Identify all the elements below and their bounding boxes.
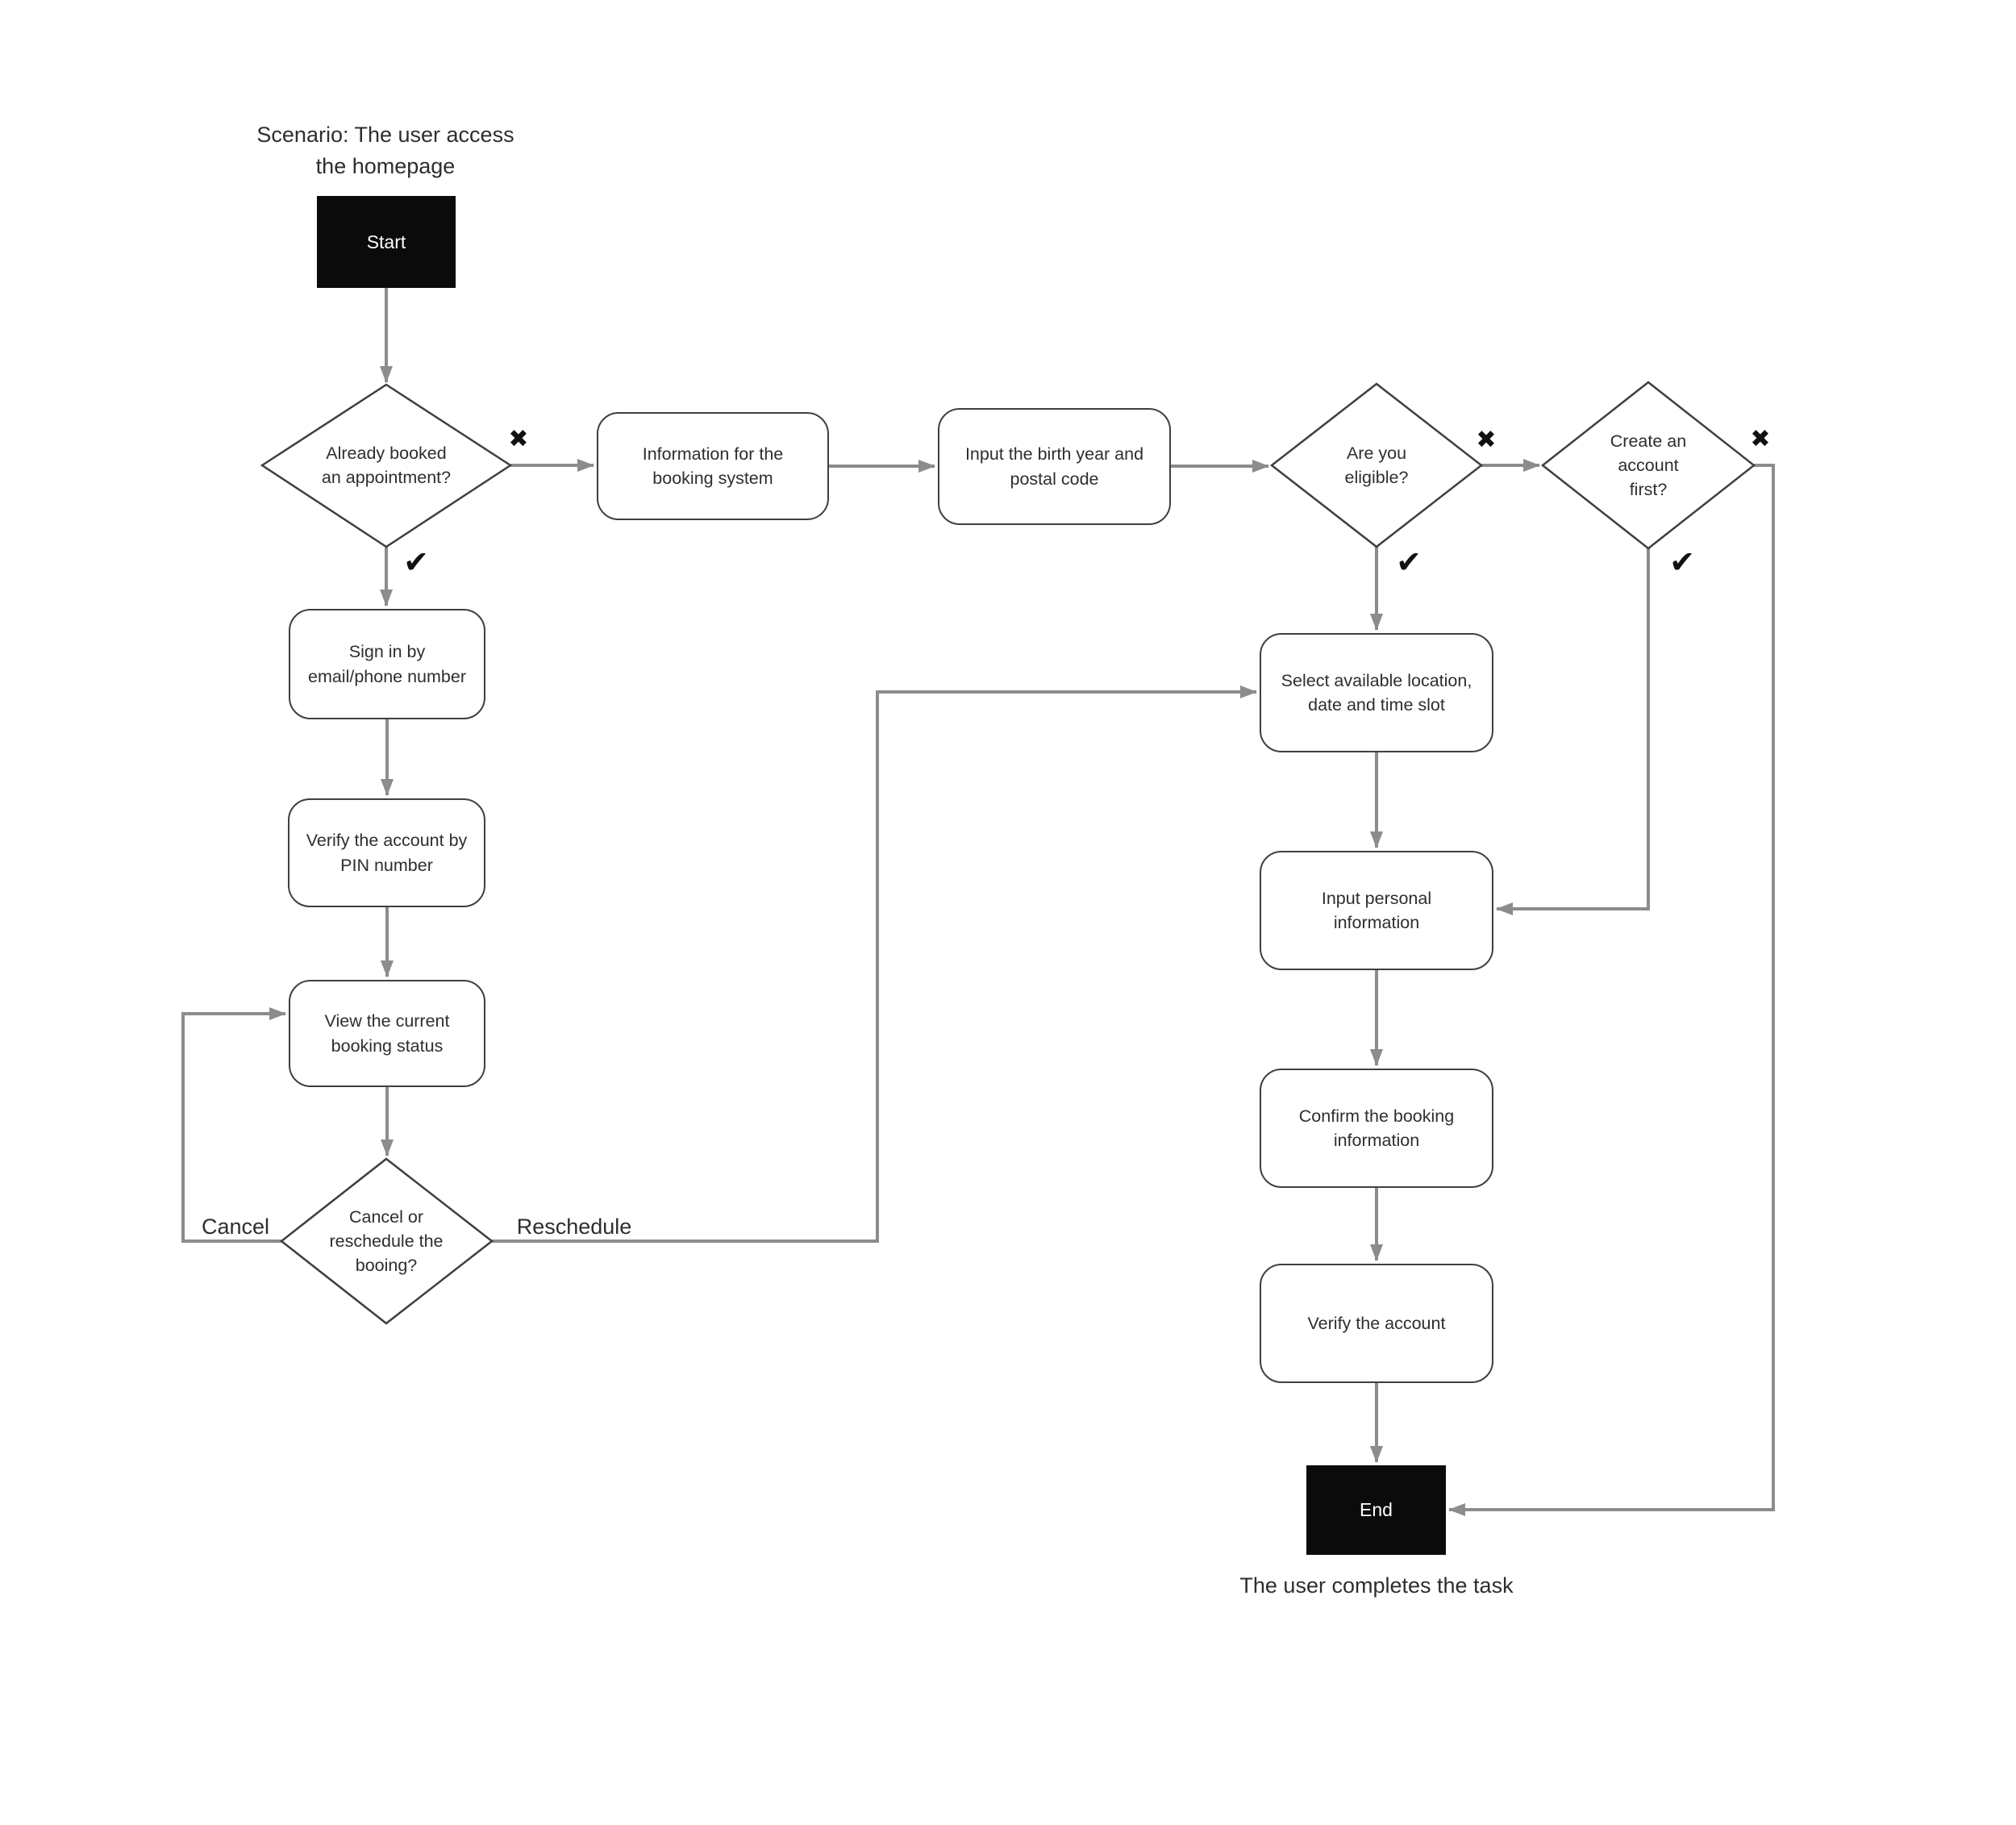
node-view-status: View the current booking status xyxy=(289,980,485,1087)
cross-icon: ✖ xyxy=(1750,426,1771,452)
decision-create-account xyxy=(1540,381,1756,550)
decision-create-account-label: Create an account first? xyxy=(1610,431,1687,500)
decision-eligible xyxy=(1269,382,1484,548)
cross-icon: ✖ xyxy=(508,426,529,452)
node-input-personal-label: Input personal information xyxy=(1321,888,1432,932)
node-start-label: Start xyxy=(366,231,406,252)
node-input-personal: Input personal information xyxy=(1260,851,1493,970)
check-icon: ✔ xyxy=(1396,546,1422,580)
scenario-note: Scenario: The user access the homepage xyxy=(256,123,514,179)
node-confirm-booking: Confirm the booking information xyxy=(1260,1069,1493,1188)
node-input-birth: Input the birth year and postal code xyxy=(938,408,1171,525)
edge-label-reschedule: Reschedule xyxy=(516,1215,632,1239)
check-icon: ✔ xyxy=(1669,546,1695,580)
decision-already-booked xyxy=(260,383,513,548)
node-verify-account-label: Verify the account xyxy=(1307,1313,1446,1333)
node-verify-pin-label: Verify the account by PIN number xyxy=(306,831,468,875)
edge-label-cancel: Cancel xyxy=(201,1215,270,1239)
edge-create-account-yes-to-input-personal xyxy=(1496,548,1650,915)
end-note: The user completes the task xyxy=(1239,1573,1514,1598)
node-verify-account: Verify the account xyxy=(1260,1264,1493,1383)
node-select-location: Select available location, date and time… xyxy=(1260,633,1493,752)
node-end: End xyxy=(1306,1465,1446,1555)
cross-icon: ✖ xyxy=(1476,427,1497,453)
edge-create-account-no-to-end xyxy=(1448,464,1775,1516)
node-start: Start xyxy=(317,196,456,288)
check-icon: ✔ xyxy=(403,546,429,580)
node-view-status-label: View the current booking status xyxy=(324,1011,450,1056)
node-select-location-label: Select available location, date and time… xyxy=(1281,670,1472,715)
edge-cancel-loop-to-view-status xyxy=(181,1007,286,1243)
node-sign-in-label: Sign in by email/phone number xyxy=(307,642,466,686)
decision-already-booked-label: Already booked an appointment? xyxy=(321,443,452,487)
node-info-booking-label: Information for the booking system xyxy=(642,444,784,488)
node-verify-pin: Verify the account by PIN number xyxy=(288,798,485,907)
decision-cancel-reschedule-label: Cancel or reschedule the booing? xyxy=(329,1206,444,1276)
decision-cancel-reschedule xyxy=(279,1157,494,1325)
node-info-booking: Information for the booking system xyxy=(597,412,829,520)
node-confirm-booking-label: Confirm the booking information xyxy=(1298,1106,1455,1150)
node-input-birth-label: Input the birth year and postal code xyxy=(964,444,1144,489)
edge-reschedule-to-select-location xyxy=(492,685,1257,1243)
node-sign-in: Sign in by email/phone number xyxy=(289,609,485,719)
node-end-label: End xyxy=(1360,1499,1393,1521)
decision-eligible-label: Are you eligible? xyxy=(1344,443,1409,487)
